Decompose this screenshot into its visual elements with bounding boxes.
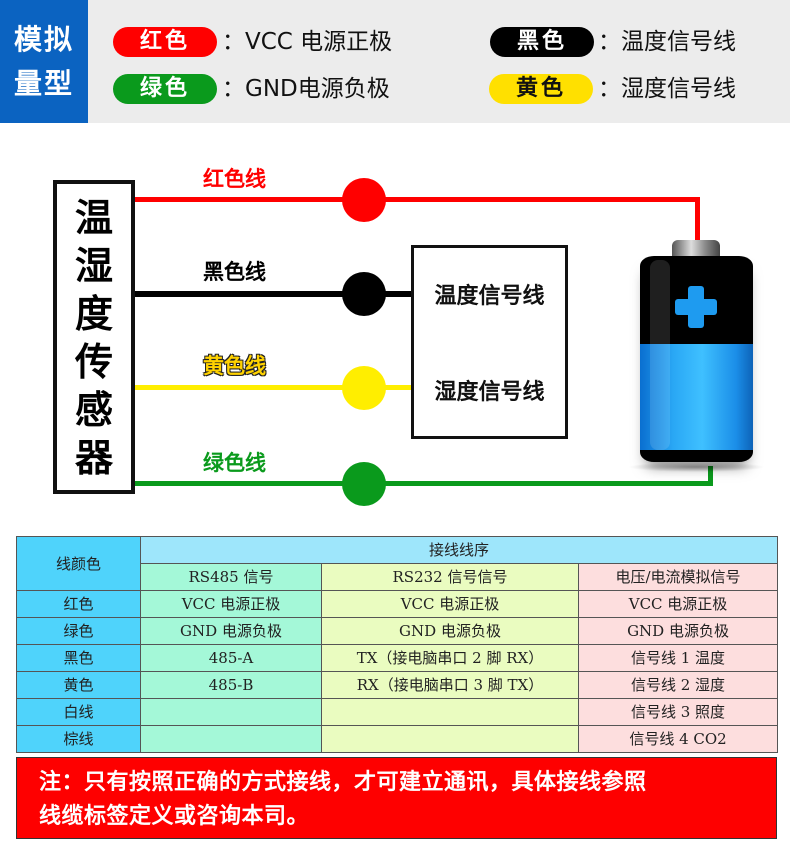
row-color: 黑色 xyxy=(16,644,141,672)
battery-terminal xyxy=(672,240,720,260)
row-rs485 xyxy=(140,725,322,753)
sensor-char: 度 xyxy=(74,292,113,336)
row-rs485: 485-B xyxy=(140,671,322,699)
analog-type-tag: 模拟 量型 xyxy=(0,0,88,123)
rs232-column-header: RS232 信号信号 xyxy=(321,563,579,591)
yellow-wire xyxy=(135,385,415,390)
row-analog: GND 电源负极 xyxy=(577,617,779,645)
wiring-note: 注：只有按照正确的方式接线，才可建立通讯，具体接线参照 线缆标签定义或咨询本司。 xyxy=(16,757,777,839)
row-rs485: VCC 电源正极 xyxy=(140,590,322,618)
legend-pill-red: 红色 xyxy=(113,27,217,57)
black-wire-node xyxy=(342,272,386,316)
battery-shine xyxy=(650,260,670,450)
legend-text-yellow: ：湿度信号线 xyxy=(598,76,736,102)
table-row: 黄色 485-B RX（接电脑串口 3 脚 TX） 信号线 2 湿度 xyxy=(16,671,779,699)
plus-icon-bar xyxy=(675,299,717,315)
analog-column-header: 电压/电流模拟信号 xyxy=(577,563,779,591)
legend-text-black: ：温度信号线 xyxy=(598,29,736,55)
row-rs232: RX（接电脑串口 3 脚 TX） xyxy=(321,671,579,699)
yellow-wire-label: 黄色线 xyxy=(203,354,266,378)
green-wire-label: 绿色线 xyxy=(203,451,266,475)
row-analog: VCC 电源正极 xyxy=(577,590,779,618)
row-rs485: 485-A xyxy=(140,644,322,672)
red-wire-drop xyxy=(695,197,700,242)
note-line-2: 线缆标签定义或咨询本司。 xyxy=(39,804,310,829)
red-wire-label: 红色线 xyxy=(203,167,266,191)
row-rs232: VCC 电源正极 xyxy=(321,590,579,618)
tag-line-1: 模拟 xyxy=(13,22,74,56)
green-wire xyxy=(135,481,713,486)
legend-pill-yellow: 黄色 xyxy=(489,74,593,104)
legend-pill-green: 绿色 xyxy=(113,74,217,104)
row-analog: 信号线 1 温度 xyxy=(577,644,779,672)
row-rs232 xyxy=(321,698,579,726)
legend-bar xyxy=(0,0,790,123)
table-row: 白线 信号线 3 照度 xyxy=(16,698,779,726)
row-color: 棕线 xyxy=(16,725,141,753)
humidity-signal-label: 湿度信号线 xyxy=(434,380,545,405)
sensor-char: 器 xyxy=(74,436,113,480)
color-column-header: 线颜色 xyxy=(16,536,141,591)
row-rs232: GND 电源负极 xyxy=(321,617,579,645)
table-row: 黑色 485-A TX（接电脑串口 2 脚 RX） 信号线 1 温度 xyxy=(16,644,779,672)
sensor-char: 感 xyxy=(74,388,113,432)
battery-charge-level xyxy=(640,344,753,450)
rs485-column-header: RS485 信号 xyxy=(140,563,322,591)
legend-text-red: ：VCC 电源正极 xyxy=(222,29,393,55)
wiring-table: 线颜色 接线线序 RS485 信号 RS232 信号信号 电压/电流模拟信号 红… xyxy=(16,536,779,753)
row-color: 绿色 xyxy=(16,617,141,645)
signal-box: 温度信号线 湿度信号线 xyxy=(411,245,568,439)
red-wire-node xyxy=(342,178,386,222)
table-header-row: 线颜色 接线线序 xyxy=(16,536,779,591)
row-color: 白线 xyxy=(16,698,141,726)
wiring-order-header: 接线线序 xyxy=(139,536,779,564)
legend-text-green: ：GND电源负极 xyxy=(222,76,390,102)
legend-pill-black: 黑色 xyxy=(490,27,594,57)
row-color: 黄色 xyxy=(16,671,141,699)
black-wire xyxy=(135,291,415,297)
yellow-wire-node xyxy=(342,366,386,410)
sensor-title: 温 湿 度 传 感 器 xyxy=(57,194,131,482)
battery-shadow xyxy=(628,462,765,472)
green-wire-rise xyxy=(708,466,713,486)
row-rs232 xyxy=(321,725,579,753)
row-analog: 信号线 3 照度 xyxy=(577,698,779,726)
black-wire-label: 黑色线 xyxy=(203,260,266,284)
temperature-signal-label: 温度信号线 xyxy=(434,284,545,309)
battery-icon xyxy=(640,256,753,462)
table-row: 红色 VCC 电源正极 VCC 电源正极 VCC 电源正极 xyxy=(16,590,779,618)
row-analog: 信号线 4 CO2 xyxy=(577,725,779,753)
row-color: 红色 xyxy=(16,590,141,618)
row-rs232: TX（接电脑串口 2 脚 RX） xyxy=(321,644,579,672)
row-rs485 xyxy=(140,698,322,726)
row-analog: 信号线 2 湿度 xyxy=(577,671,779,699)
table-row: 棕线 信号线 4 CO2 xyxy=(16,725,779,753)
red-wire xyxy=(135,197,700,202)
table-row: 绿色 GND 电源负极 GND 电源负极 GND 电源负极 xyxy=(16,617,779,645)
green-wire-node xyxy=(342,462,386,506)
sensor-char: 传 xyxy=(74,340,113,384)
sensor-box: 温 湿 度 传 感 器 xyxy=(53,180,135,494)
sensor-char: 湿 xyxy=(74,244,113,288)
row-rs485: GND 电源负极 xyxy=(140,617,322,645)
tag-line-2: 量型 xyxy=(13,66,74,100)
note-line-1: 注：只有按照正确的方式接线，才可建立通讯，具体接线参照 xyxy=(39,770,647,795)
sensor-char: 温 xyxy=(74,196,113,240)
